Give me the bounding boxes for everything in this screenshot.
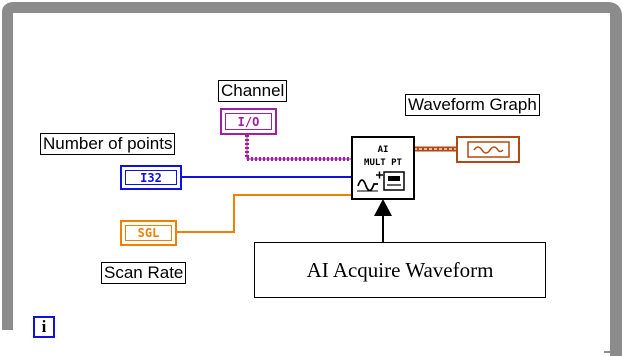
waveform-graph-terminal[interactable]: [456, 136, 520, 163]
scan-rate-terminal-label: SGL: [125, 225, 172, 241]
vi-node-line1: AI: [378, 145, 389, 155]
ai-acquire-waveform-callout: AI Acquire Waveform: [254, 242, 546, 298]
sine-wave-icon: [473, 146, 504, 154]
window-frame-inner: [13, 13, 610, 340]
channel-terminal-label: I/O: [225, 113, 272, 130]
scan-rate-label: Scan Rate: [101, 262, 187, 284]
number-of-points-terminal-label: I32: [125, 170, 177, 185]
channel-label: Channel: [218, 80, 288, 102]
number-of-points-label: Number of points: [40, 133, 176, 155]
callout-arrow: [374, 199, 392, 242]
channel-wire: [245, 135, 352, 161]
scan-rate-wire: [177, 194, 352, 233]
channel-terminal[interactable]: I/O: [220, 108, 277, 135]
waveform-graph-label: Waveform Graph: [405, 94, 540, 116]
info-icon[interactable]: i: [33, 316, 55, 338]
vi-node-line2: MULT PT: [364, 158, 403, 168]
ai-mult-pt-vi[interactable]: AI MULT PT: [351, 136, 415, 200]
scan-rate-terminal[interactable]: SGL: [120, 220, 177, 246]
number-of-points-terminal[interactable]: I32: [120, 165, 182, 190]
waveform-glyph-icon: [357, 179, 378, 192]
